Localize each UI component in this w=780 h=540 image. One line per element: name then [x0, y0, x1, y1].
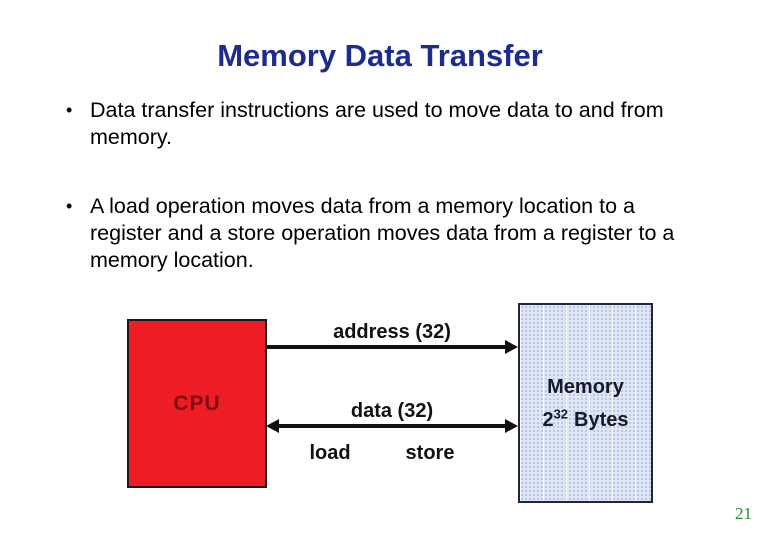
memory-capacity-exponent: 32 [553, 405, 569, 421]
memory-label: Memory [547, 375, 624, 398]
bullet-list: • Data transfer instructions are used to… [66, 97, 712, 274]
data-bus-arrow [266, 419, 518, 433]
memory-box: Memory 232 Bytes [518, 303, 653, 503]
cpu-label: CPU [173, 391, 221, 415]
page-number: 21 [735, 504, 752, 523]
arrowhead-left-icon [266, 419, 279, 433]
bullet-marker: • [66, 100, 73, 120]
cpu-box: CPU [127, 319, 267, 488]
bullet-item: • A load operation moves data from a mem… [66, 193, 712, 274]
bullet-text: Data transfer instructions are used to m… [90, 98, 664, 149]
bullet-marker: • [66, 196, 73, 216]
arrowhead-right-icon [505, 419, 518, 433]
address-bus-arrow [266, 340, 518, 354]
memory-capacity-base: 2 [542, 408, 554, 431]
arrow-shaft [266, 345, 506, 349]
arrow-shaft [278, 424, 506, 428]
memory-capacity-unit: Bytes [574, 408, 629, 431]
memory-capacity-label: 232 Bytes [542, 405, 629, 432]
arrowhead-right-icon [505, 340, 518, 354]
page-title: Memory Data Transfer [217, 38, 543, 73]
bullet-text: A load operation moves data from a memor… [90, 194, 675, 272]
data-bus-label: data (32) [350, 400, 434, 422]
address-bus-label: address (32) [333, 321, 451, 343]
store-label: store [405, 442, 455, 464]
load-label: load [309, 442, 351, 464]
bullet-item: • Data transfer instructions are used to… [66, 97, 712, 151]
